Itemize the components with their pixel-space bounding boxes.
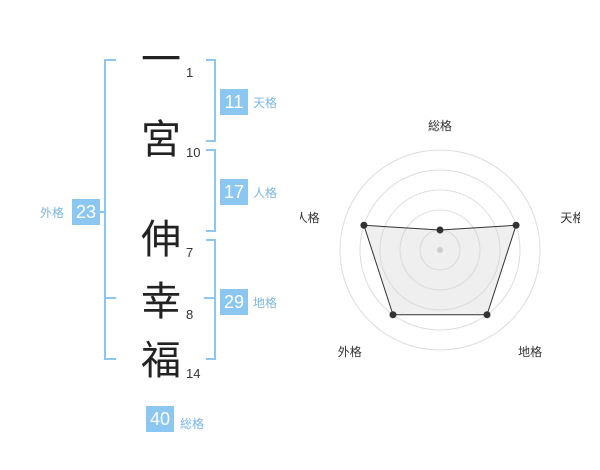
- soukaku-label: 総格: [180, 417, 205, 431]
- gaikaku-connector: [100, 211, 106, 213]
- radar-center-dot: [437, 247, 443, 253]
- chikaku-bracket-mid: [204, 297, 216, 299]
- radar-grid-ring: [399, 209, 481, 291]
- stroke-count: 7: [186, 245, 194, 260]
- radar-grid-ring: [359, 169, 521, 331]
- radar-axis-label: 外格: [338, 344, 362, 359]
- chikaku-bracket: [206, 239, 216, 360]
- radar-axis-label: 天格: [560, 210, 580, 225]
- radar-point: [512, 221, 520, 229]
- gaikaku-bracket: [104, 59, 116, 360]
- stroke-count: 1: [186, 65, 194, 80]
- stroke-count: 14: [186, 366, 201, 381]
- stroke-count: 10: [186, 145, 201, 160]
- name-char: 一: [141, 37, 181, 83]
- chikaku-badge: 29: [220, 289, 248, 315]
- chikaku-label: 地格: [253, 296, 278, 310]
- radar-point: [483, 311, 491, 319]
- name-char: 宮: [141, 117, 181, 163]
- radar-point: [360, 221, 368, 229]
- radar-axis-label: 地格: [518, 344, 542, 359]
- radar-grid-ring: [379, 189, 501, 311]
- jinkaku-label: 人格: [253, 186, 278, 200]
- radar-polygon: [363, 224, 517, 316]
- gaikaku-badge: 23: [72, 199, 100, 225]
- tenkaku-label: 天格: [253, 96, 278, 110]
- radar-point: [389, 311, 397, 319]
- radar-axis-label: 総格: [428, 118, 452, 133]
- jinkaku-badge: 17: [220, 179, 248, 205]
- name-char: 伸: [141, 217, 181, 263]
- soukaku-badge: 40: [146, 406, 174, 432]
- radar-grid-ring: [339, 149, 541, 351]
- radar-axis-label: 人格: [300, 210, 320, 225]
- name-char: 福: [141, 338, 181, 384]
- stroke-count: 8: [186, 307, 194, 322]
- tenkaku-badge: 11: [220, 89, 248, 115]
- gaikaku-label: 外格: [40, 206, 65, 220]
- gaikaku-bracket-mid: [104, 297, 116, 299]
- radar-point: [436, 226, 444, 234]
- jinkaku-bracket: [206, 149, 216, 232]
- tenkaku-bracket: [206, 59, 216, 142]
- name-char: 幸: [141, 279, 181, 325]
